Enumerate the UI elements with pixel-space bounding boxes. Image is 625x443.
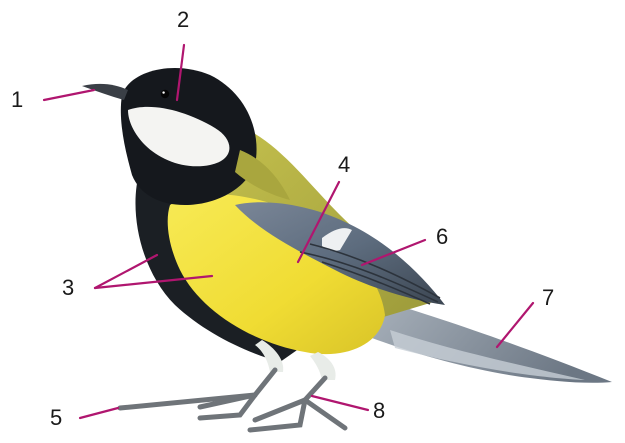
leader-line-7	[497, 303, 533, 347]
bird-illustration	[82, 68, 612, 430]
leader-line-1	[44, 90, 94, 100]
leader-line-5	[80, 408, 118, 418]
label-7: 7	[542, 285, 554, 310]
label-4: 4	[338, 152, 350, 177]
eye-highlight	[162, 91, 164, 93]
eye	[161, 90, 169, 98]
legs-feet	[120, 370, 345, 430]
label-6: 6	[436, 224, 448, 249]
label-2: 2	[177, 7, 189, 32]
label-8: 8	[373, 398, 385, 423]
label-1: 1	[11, 87, 23, 112]
label-5: 5	[50, 405, 62, 430]
label-3: 3	[62, 275, 74, 300]
thigh-right	[310, 352, 336, 380]
